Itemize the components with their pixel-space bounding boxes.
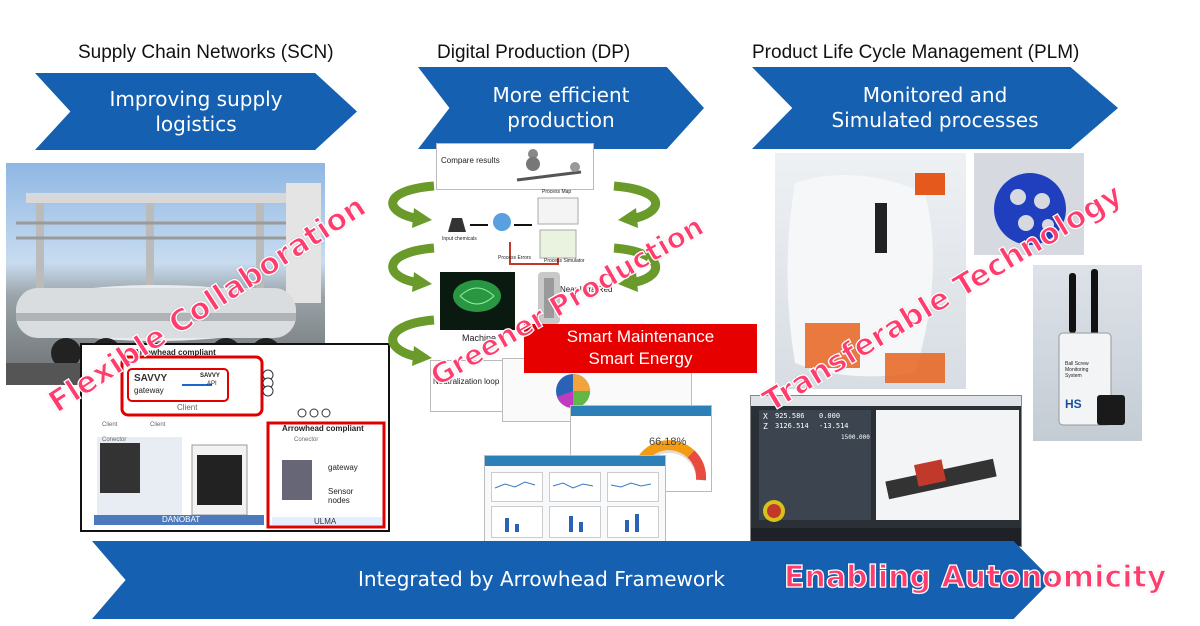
enabling-autonomicity-label: Enabling Autonomicity [783,559,1167,595]
machine-learning-brain [440,272,515,330]
cycle-arrows [388,181,661,366]
sensor-device-photo: Ball Screw Monitoring System HS [1033,265,1142,441]
client-inner-label: Client [177,403,198,412]
scn-header: Supply Chain Networks (SCN) [78,42,334,63]
arrowhead-diagram: Arrowhead compliant SAVVY gateway SAVVY … [80,343,390,532]
client-right-label: Client [150,422,166,428]
sensor-nodes-label: Sensor nodes [328,487,354,505]
smart-maintenance-box: Smart Maintenance Smart Energy [524,324,757,373]
cnc-axis-z: Z [763,422,768,431]
gauge-value: 66.18% [649,436,687,448]
cnc-value-4: -13.514 [819,422,849,430]
blue-ball-photo [974,153,1084,255]
arrowhead-compliant-right: Arrowhead compliant [282,424,364,433]
arrowhead-compliant-top: Arrowhead compliant [134,348,216,357]
client-left-label: Client [102,422,118,428]
savvy-gateway-label: gateway [134,386,164,395]
cnc-value-3: 0.000 [819,412,841,420]
plm-chevron: Monitored and Simulated processes [752,67,1118,149]
cnc-value-5: 1500.000 [841,434,870,441]
arrowhead-framework-label: Integrated by Arrowhead Framework [358,567,725,591]
api-label: API [207,381,217,387]
dp-header: Digital Production (DP) [437,42,631,63]
compare-results-panel: Compare results [436,143,594,190]
gateway-right-label: gateway [328,463,358,472]
scn-chevron: Improving supply logistics [35,73,357,150]
kpi-dashboard [484,455,666,542]
sensor-device-label: Ball Screw Monitoring System [1065,361,1089,379]
infra-red-sensor [520,268,606,328]
conector-left-label: Conector [102,437,127,443]
cnc-value-2: 3126.514 [775,422,809,430]
smart-energy-label: Smart Energy [588,349,693,368]
dp-chevron: More efficient production [418,67,704,149]
input-chemicals-label: Input chemicals [442,236,477,242]
scn-chevron-text: Improving supply logistics [109,86,283,136]
sensor-brand-logo: HS [1065,397,1082,411]
plm-chevron-text: Monitored and Simulated processes [831,83,1039,132]
tanker-truck-photo [6,163,325,385]
cnc-axis-x: X [763,412,768,421]
plm-header: Product Life Cycle Management (PLM) [752,42,1080,63]
ulma-label: ULMA [314,517,337,526]
savvy-api-logo: SAVVY [200,373,220,379]
conector-right-label: Conector [294,437,319,443]
cnc-screen: X Z 925.586 3126.514 0.000 -13.514 1500.… [750,395,1022,547]
white-bag-photo [775,153,966,389]
neutralization-label: Neutralization loop [433,377,500,386]
savvy-logo: SAVVY [134,373,168,384]
process-map-panel: Process Map Input chemicals Process Erro… [440,189,600,267]
process-simulator-label: Process Simulator [544,258,585,264]
compare-results-label: Compare results [441,156,500,165]
smart-maintenance-label: Smart Maintenance [566,327,715,346]
cnc-value-1: 925.586 [775,412,805,420]
infra-red-label: Near Infra Red [560,285,613,294]
arrowhead-framework-chevron: Integrated by Arrowhead Framework [92,541,1052,619]
process-map-label: Process Map [542,189,572,195]
process-errors-label: Process Errors [498,255,532,261]
danobat-label: DANOBAT [162,515,201,524]
dp-chevron-text: More efficient production [492,83,630,132]
machine-label: Machine [462,333,497,343]
